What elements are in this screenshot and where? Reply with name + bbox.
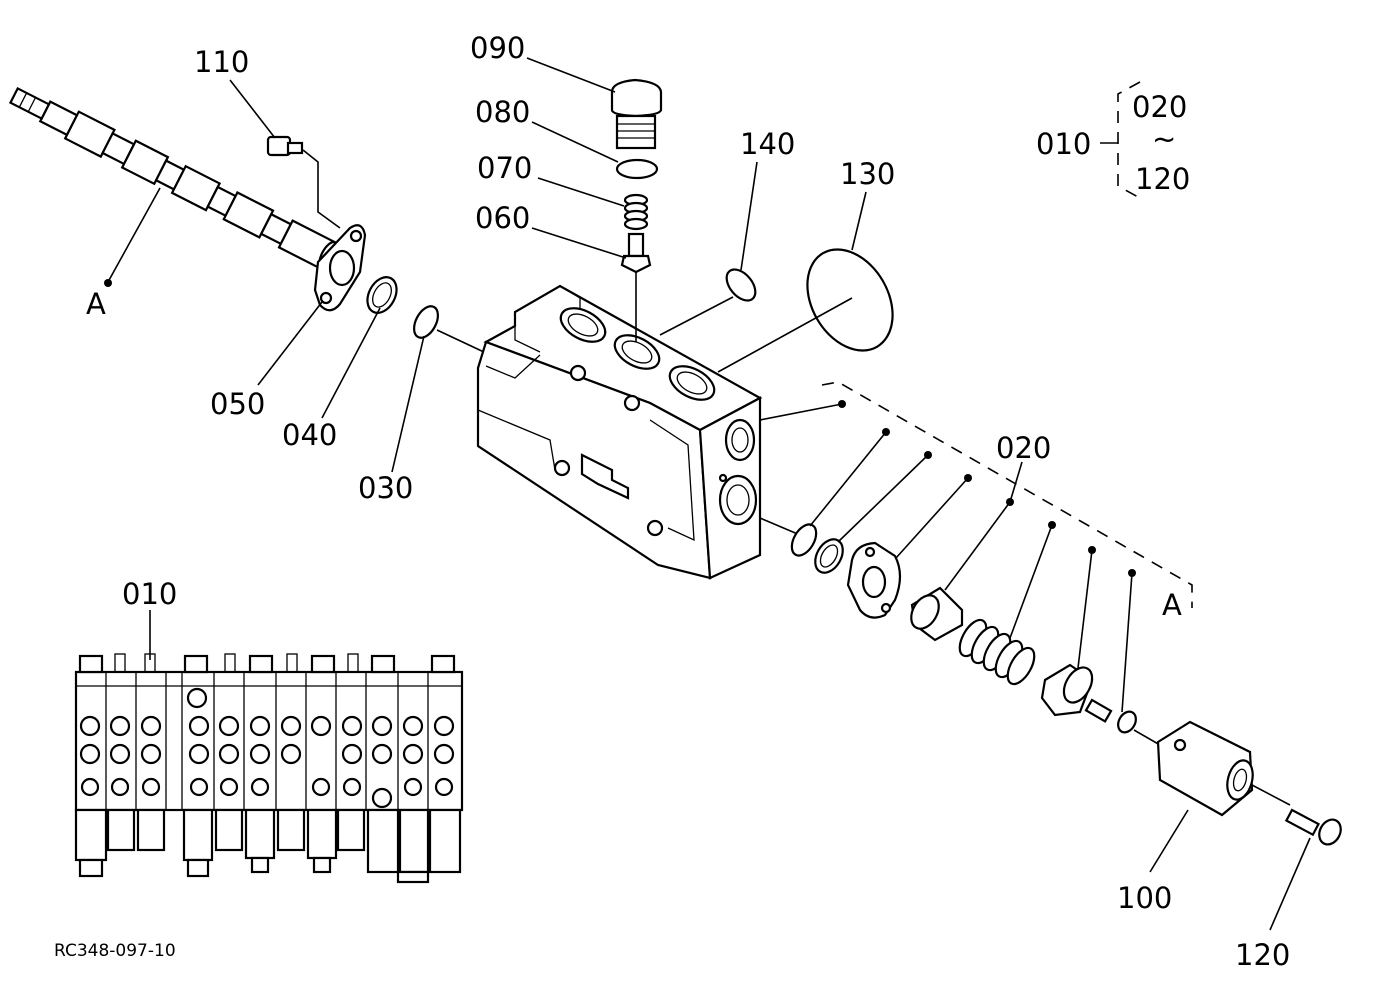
label-050: 050 [210, 387, 265, 421]
label-100: 100 [1117, 881, 1172, 915]
valve-body [476, 284, 763, 580]
plug-090 [526, 57, 663, 150]
label-120: 120 [1235, 938, 1290, 972]
note-tilde: ~ [1152, 122, 1176, 156]
figure-code: RC348-097-10 [54, 941, 176, 961]
label-040: 040 [282, 418, 337, 452]
label-140: 140 [740, 127, 795, 161]
relief-valve-parts [759, 381, 1342, 931]
label-090: 090 [470, 31, 525, 65]
ref-a-right: A [1162, 588, 1182, 622]
inset-assembly [74, 610, 464, 884]
seal-130 [717, 191, 894, 373]
label-130: 130 [840, 157, 895, 191]
label-070: 070 [477, 151, 532, 185]
oring-080 [531, 121, 659, 180]
poppet-060 [531, 227, 652, 342]
label-080: 080 [475, 95, 530, 129]
label-030: 030 [358, 471, 413, 505]
note-parent: 010 [1036, 127, 1091, 161]
oring-030 [412, 305, 487, 354]
note-to: 120 [1135, 162, 1190, 196]
spool-assembly [8, 86, 339, 287]
label-110: 110 [194, 45, 249, 79]
label-060: 060 [475, 201, 530, 235]
note-from: 020 [1132, 90, 1187, 124]
label-020: 020 [996, 431, 1051, 465]
spring-070 [537, 177, 649, 231]
assembly-bracket [1100, 81, 1141, 199]
ref-a-left: A [86, 287, 106, 321]
label-010-inset: 010 [122, 577, 177, 611]
flange-050 [313, 224, 367, 312]
ring-040 [366, 276, 398, 314]
oring-140 [659, 161, 758, 336]
bolt-110 [266, 135, 341, 229]
